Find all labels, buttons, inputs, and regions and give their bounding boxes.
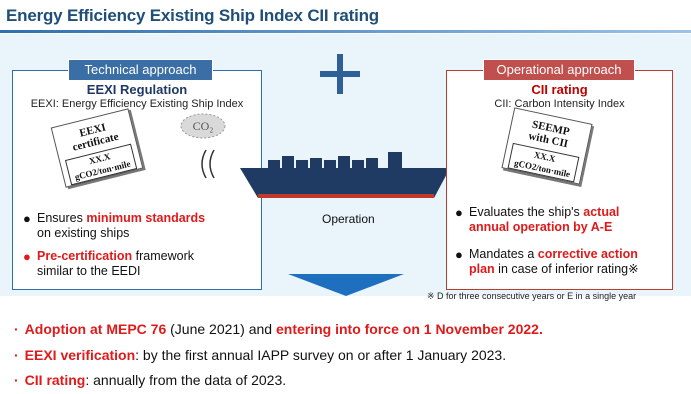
- cii-definition: CII: Carbon Intensity Index: [494, 98, 625, 110]
- summary-item: · EEXI verification: by the first annual …: [14, 347, 506, 363]
- bullet-text: Ensures: [37, 211, 87, 225]
- footnote: ※ D for three consecutive years or E in …: [427, 291, 637, 301]
- bullet-dot-icon: ●: [23, 249, 31, 264]
- down-arrow-icon: [288, 274, 404, 296]
- eexi-definition: EEXI: Energy Efficiency Existing Ship In…: [30, 98, 244, 110]
- technical-approach-box: Technical approach EEXI Regulation EEXI:…: [12, 59, 262, 290]
- bullet-text: similar to the EEDI: [37, 264, 141, 278]
- summary-highlight: entering into force on 1 November 2022.: [275, 321, 543, 337]
- summary-highlight: Adoption at MEPC 76: [24, 321, 167, 337]
- bullet-text: Evaluates the ship's: [469, 205, 584, 219]
- operation-label: Operation: [322, 212, 375, 226]
- operational-approach-box: Operational approach CII rating CII: Car…: [446, 59, 673, 290]
- bullet-marker: ·: [14, 372, 19, 388]
- eexi-certificate-icon: EEXI certificate XX.X gCO2/ton·mile: [50, 108, 144, 188]
- summary-highlight: CII rating: [24, 372, 86, 388]
- co2-cloud-icon: CO₂: [180, 113, 226, 139]
- bullet-marker: ·: [14, 321, 19, 337]
- summary-highlight: EEXI verification: [24, 347, 136, 363]
- page-title: Energy Efficiency Existing Ship Index CI…: [6, 6, 379, 25]
- bullet-dot-icon: ●: [23, 211, 31, 226]
- title-divider: [0, 30, 691, 33]
- bullet-highlight: plan: [469, 262, 495, 276]
- summary-item: · Adoption at MEPC 76 (June 2021) and ent…: [14, 321, 543, 337]
- summary-text: : by the first annual IAPP survey on or …: [135, 347, 507, 363]
- eexi-regulation-title: EEXI Regulation: [86, 82, 188, 97]
- bullet-text: on existing ships: [37, 226, 130, 240]
- emission-waves-icon: [201, 149, 215, 179]
- bullet-highlight: actual: [583, 205, 620, 219]
- container-ship-icon: [240, 152, 450, 198]
- summary-item: · CII rating: annually from the data of 2…: [14, 372, 286, 388]
- seemp-certificate-icon: SEEMP with CII XX.X gCO2/ton·mile: [501, 107, 593, 185]
- bullet-dot-icon: ●: [455, 205, 463, 220]
- bullet-text: framework: [132, 249, 194, 263]
- bullet-highlight: Pre-certification: [37, 249, 133, 263]
- bullet-highlight: annual operation by A-E: [469, 220, 613, 234]
- bullet-dot-icon: ●: [455, 247, 463, 262]
- summary-text: (June 2021) and: [166, 321, 276, 337]
- bullet-highlight: minimum standards: [86, 211, 206, 225]
- bullet-text: Mandates a: [469, 247, 538, 261]
- technical-approach-tab: Technical approach: [68, 59, 213, 81]
- co2-label: CO₂: [193, 119, 214, 133]
- bullet-highlight: corrective action: [537, 247, 638, 261]
- summary-text: : annually from the data of 2023.: [85, 372, 287, 388]
- operational-approach-tab: Operational approach: [483, 59, 635, 81]
- plus-icon: [320, 54, 360, 94]
- bullet-text: in case of inferior rating※: [494, 262, 639, 276]
- bullet-marker: ·: [14, 347, 19, 363]
- cii-rating-title: CII rating: [531, 82, 588, 97]
